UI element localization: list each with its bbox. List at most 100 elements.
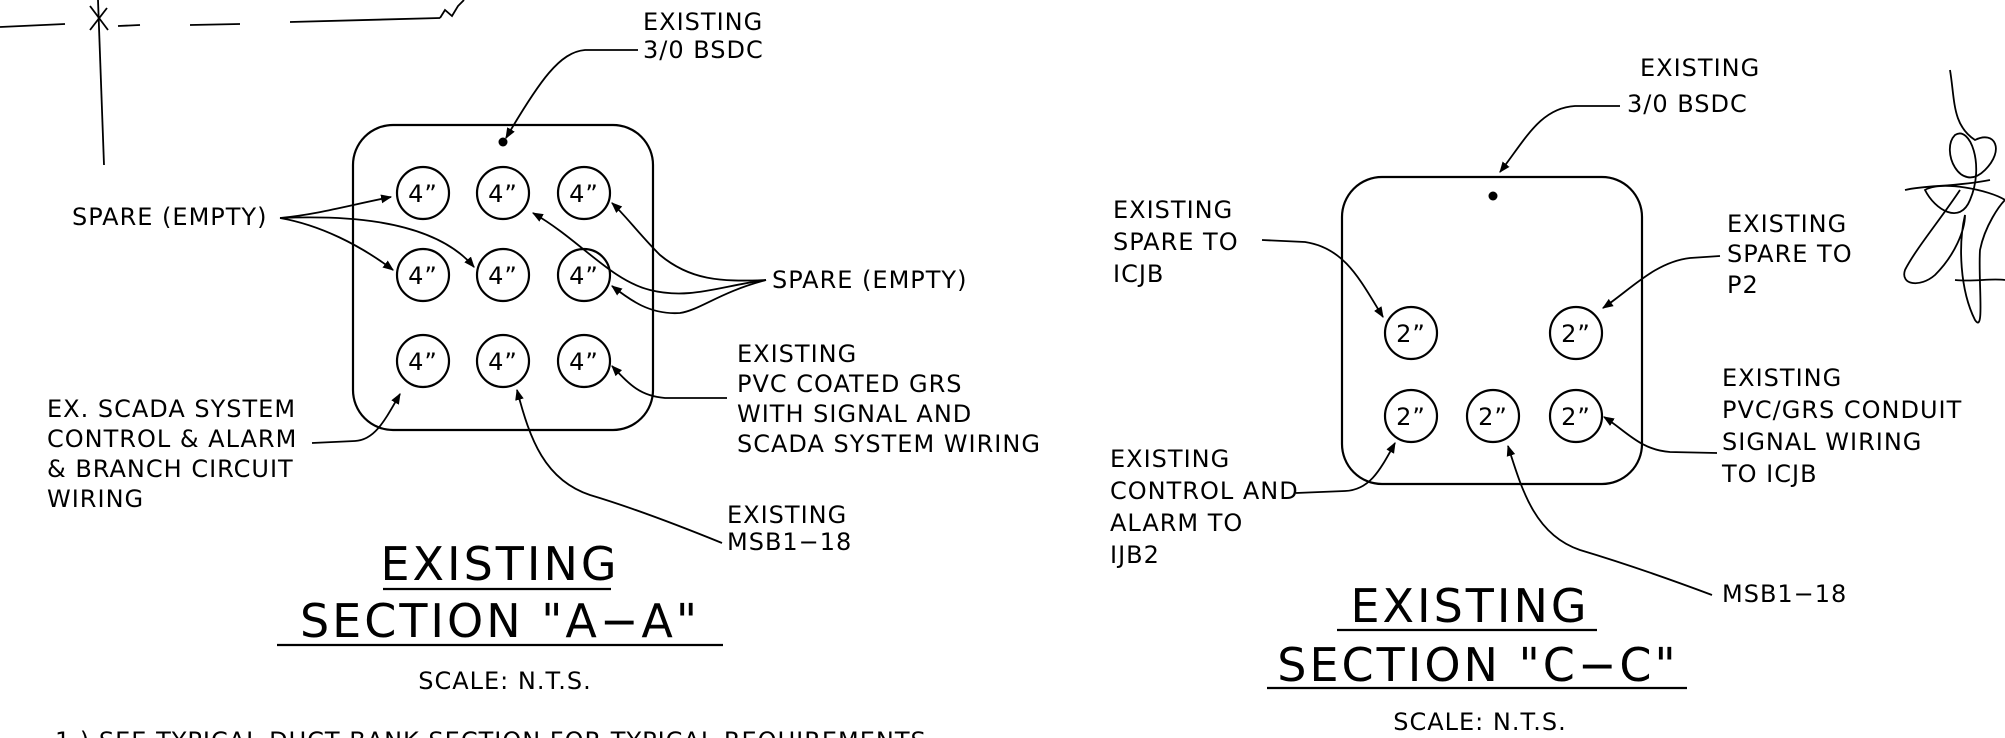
msb-note-a: EXISTING MSB1−18 (727, 501, 852, 556)
pvc-coated-note-a: EXISTING PVC COATED GRS WITH SIGNAL AND … (737, 340, 1041, 458)
duct-bank-outline-c (1340, 175, 1644, 486)
conduit-a-r3c3: 4” (556, 333, 612, 389)
spare-icjb-note-c: EXISTING SPARE TO ICJB (1113, 196, 1239, 288)
svg-text:2”: 2” (1561, 403, 1591, 431)
bsdc-leader-c (1499, 105, 1620, 173)
control-alarm-note-c: EXISTING CONTROL AND ALARM TO IJB2 (1110, 445, 1299, 569)
conduit-c-top-left: 2” (1383, 305, 1439, 361)
svg-text:EXISTING: EXISTING (737, 340, 857, 368)
bsdc-conductor-dot-a (498, 137, 508, 147)
svg-text:SIGNAL WIRING: SIGNAL WIRING (1722, 428, 1922, 456)
svg-text:4”: 4” (488, 180, 518, 208)
duct-bank-outline-a (351, 123, 655, 432)
svg-text:EX. SCADA SYSTEM: EX. SCADA SYSTEM (47, 395, 296, 423)
svg-text:EXISTING: EXISTING (1113, 196, 1233, 224)
svg-text:WITH SIGNAL AND: WITH SIGNAL AND (737, 400, 972, 428)
svg-text:4”: 4” (569, 262, 599, 290)
svg-text:MSB1−18: MSB1−18 (727, 528, 852, 556)
svg-text:EXISTING: EXISTING (643, 8, 763, 36)
svg-text:SPARE TO: SPARE TO (1113, 228, 1239, 256)
svg-text:EXISTING: EXISTING (727, 501, 847, 529)
spare-p2-leader-c (1602, 255, 1721, 309)
svg-text:EXISTING: EXISTING (1722, 364, 1842, 392)
svg-text:4”: 4” (488, 262, 518, 290)
conduit-a-r2c2: 4” (475, 247, 531, 303)
svg-text:CONTROL & ALARM: CONTROL & ALARM (47, 425, 297, 453)
svg-text:EXISTING: EXISTING (1727, 210, 1847, 238)
svg-text:2”: 2” (1396, 320, 1426, 348)
section-a-a: 4” 4” 4” 4” 4” 4” 4” 4” 4” EXISTING 3/0 … (47, 8, 1041, 695)
svg-text:ICJB: ICJB (1113, 260, 1164, 288)
svg-text:3/0 BSDC: 3/0 BSDC (1627, 90, 1748, 118)
svg-text:EXISTING: EXISTING (1110, 445, 1230, 473)
spare-leader-right-2 (532, 212, 767, 295)
conduit-c-top-right: 2” (1548, 305, 1604, 361)
section-a-title-existing: EXISTING (380, 537, 619, 591)
conduit-a-r2c1: 4” (395, 247, 451, 303)
section-a-title-section: SECTION "A−A" (300, 594, 700, 648)
svg-text:ALARM TO: ALARM TO (1110, 509, 1243, 537)
spare-leader-left-1 (279, 194, 393, 219)
signature-scribble (1903, 69, 2005, 324)
section-c-c: 2” 2” 2” 2” 2” EXISTING 3/0 BSDC EXISTIN… (1110, 54, 1962, 736)
svg-text:2”: 2” (1396, 403, 1426, 431)
bsdc-conductor-dot-c (1488, 191, 1498, 201)
svg-text:P2: P2 (1727, 271, 1759, 299)
top-left-fragment (0, 0, 465, 166)
spare-leader-left-2 (279, 217, 394, 271)
conduit-a-r1c1: 4” (395, 165, 451, 221)
conduit-a-r3c2: 4” (475, 333, 531, 389)
svg-text:SCADA SYSTEM WIRING: SCADA SYSTEM WIRING (737, 430, 1041, 458)
section-c-title-section: SECTION "C−C" (1277, 638, 1678, 692)
conduit-a-r1c2: 4” (475, 165, 531, 221)
control-alarm-leader-c (1295, 442, 1396, 494)
spare-p2-note-c: EXISTING SPARE TO P2 (1727, 210, 1853, 299)
msb-note-c: MSB1−18 (1722, 580, 1847, 608)
svg-text:IJB2: IJB2 (1110, 541, 1160, 569)
spare-icjb-leader-c (1261, 239, 1384, 318)
svg-text:2”: 2” (1561, 320, 1591, 348)
svg-text:4”: 4” (488, 348, 518, 376)
svg-text:4”: 4” (408, 180, 438, 208)
conduit-c-bottom-middle: 2” (1465, 388, 1521, 444)
svg-text:EXISTING: EXISTING (1640, 54, 1760, 82)
pvc-leader-a (611, 365, 727, 399)
svg-text:3/0 BSDC: 3/0 BSDC (643, 36, 764, 64)
svg-text:TO ICJB: TO ICJB (1721, 460, 1818, 488)
spare-label-right-a: SPARE (EMPTY) (772, 266, 967, 294)
conduit-a-r1c3: 4” (556, 165, 612, 221)
scada-note-a: EX. SCADA SYSTEM CONTROL & ALARM & BRANC… (47, 395, 297, 513)
conduit-a-r2c3: 4” (556, 247, 612, 303)
pvc-grs-leader-c (1603, 416, 1718, 454)
msb-leader-a (515, 388, 723, 544)
svg-text:& BRANCH CIRCUIT: & BRANCH CIRCUIT (47, 455, 294, 483)
bsdc-label-a: EXISTING 3/0 BSDC (643, 8, 764, 64)
section-a-scale: SCALE: N.T.S. (418, 667, 592, 695)
general-footnote: 1.) SEE TYPICAL DUCT BANK SECTION FOR TY… (55, 727, 927, 738)
section-c-title-existing: EXISTING (1350, 579, 1589, 633)
svg-text:4”: 4” (569, 180, 599, 208)
svg-text:4”: 4” (408, 348, 438, 376)
spare-leader-left-3 (279, 216, 475, 268)
svg-text:SPARE TO: SPARE TO (1727, 240, 1853, 268)
svg-text:CONTROL AND: CONTROL AND (1110, 477, 1299, 505)
bsdc-label-c: EXISTING 3/0 BSDC (1627, 54, 1760, 118)
svg-text:4”: 4” (408, 262, 438, 290)
spare-leader-right-3 (611, 279, 767, 314)
section-c-scale: SCALE: N.T.S. (1393, 708, 1567, 736)
svg-text:PVC/GRS CONDUIT: PVC/GRS CONDUIT (1722, 396, 1962, 424)
svg-text:PVC COATED GRS: PVC COATED GRS (737, 370, 963, 398)
msb-leader-c (1506, 444, 1713, 596)
conduit-c-bottom-right: 2” (1548, 388, 1604, 444)
spare-label-left-a: SPARE (EMPTY) (72, 203, 267, 231)
svg-text:WIRING: WIRING (47, 485, 144, 513)
spare-leader-right-1 (611, 202, 767, 282)
bsdc-leader-a (505, 49, 638, 139)
scada-leader-a (311, 393, 401, 444)
svg-text:4”: 4” (569, 348, 599, 376)
pvc-grs-note-c: EXISTING PVC/GRS CONDUIT SIGNAL WIRING T… (1721, 364, 1962, 488)
conduit-c-bottom-left: 2” (1383, 388, 1439, 444)
conduit-a-r3c1: 4” (395, 333, 451, 389)
svg-text:2”: 2” (1478, 403, 1508, 431)
